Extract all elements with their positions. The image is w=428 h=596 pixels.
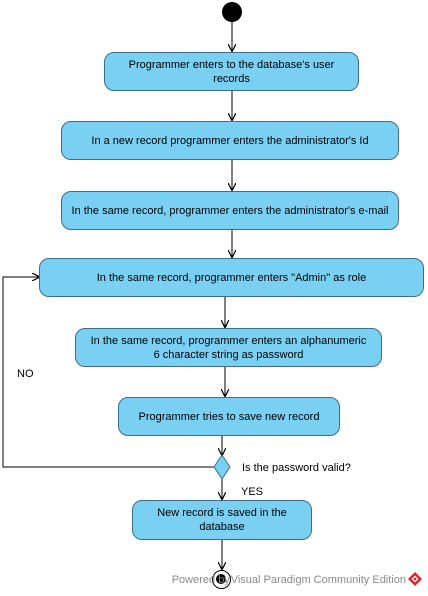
watermark-text: Powered by Visual Paradigm Community Edi… [171,574,406,586]
decision-question-label: Is the password valid? [242,462,351,474]
guard-no-label: NO [17,368,34,380]
initial-node [222,2,242,22]
visual-paradigm-logo-icon [408,572,422,586]
edge-decision-no-loop [2,277,214,468]
final-node [212,570,231,589]
decision-diamond [213,454,231,480]
action-enter-records[interactable]: Programmer enters to the database's user… [104,52,359,91]
action-record-saved[interactable]: New record is saved in the database [132,500,312,540]
action-try-save[interactable]: Programmer tries to save new record [118,397,340,436]
action-enter-role[interactable]: In the same record, programmer enters "A… [39,258,424,297]
action-enter-id[interactable]: In a new record programmer enters the ad… [61,121,399,160]
action-enter-email[interactable]: In the same record, programmer enters th… [61,191,399,230]
action-enter-password[interactable]: In the same record, programmer enters an… [75,328,382,367]
guard-yes-label: YES [241,486,264,498]
final-node-dot [216,574,226,584]
